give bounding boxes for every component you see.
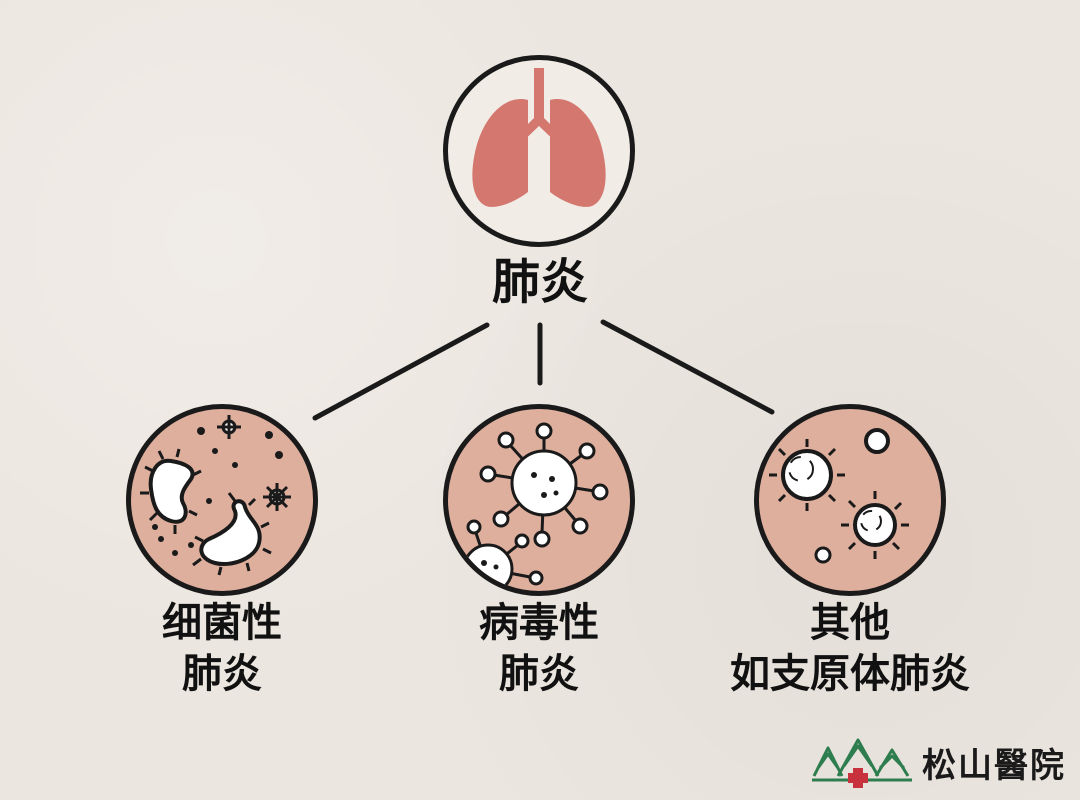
virus-circle: [443, 404, 635, 596]
virus-icon: [448, 422, 609, 591]
lungs-icon: [472, 68, 606, 207]
bacteria-icon: [140, 415, 291, 576]
branch-label-viral-line1: 病毒性: [479, 600, 599, 646]
branch-label-bacterial-line2: 肺炎: [182, 651, 262, 698]
lungs-circle: [443, 55, 635, 247]
branch-label-bacterial: 细菌性 肺炎: [112, 598, 332, 700]
pine-trees-cross-icon: [812, 738, 912, 788]
branch-label-viral: 病毒性 肺炎: [429, 598, 649, 700]
root-label: 肺炎: [440, 252, 640, 313]
connector-right: [600, 319, 775, 415]
hospital-logo-text: 松山醫院: [922, 746, 1066, 786]
connector-left: [312, 322, 490, 421]
bacteria-circle: [126, 404, 318, 596]
branch-label-other: 其他 如支原体肺炎: [690, 598, 1010, 700]
branch-label-other-line1: 其他: [810, 600, 890, 646]
branch-label-other-line2: 如支原体肺炎: [730, 651, 970, 698]
root-label-text: 肺炎: [491, 254, 588, 310]
branch-label-bacterial-line1: 细菌性: [162, 600, 282, 646]
hospital-logo: 松山醫院: [808, 732, 1068, 788]
mycoplasma-icon: [769, 428, 909, 564]
branch-label-viral-line2: 肺炎: [499, 651, 579, 698]
mycoplasma-circle: [754, 404, 946, 596]
